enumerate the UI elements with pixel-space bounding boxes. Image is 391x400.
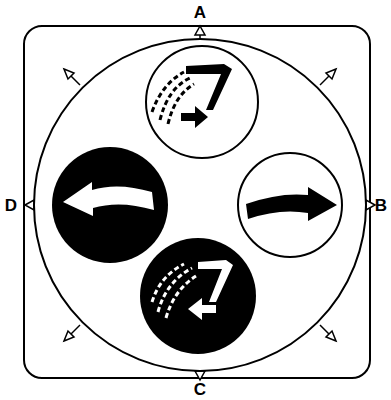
direction-letter: A [194, 4, 206, 21]
direction-letter: B [375, 197, 387, 214]
outer-frame [24, 26, 370, 378]
top-dial [146, 46, 258, 158]
right-dial [238, 153, 342, 257]
bottom-dial [140, 238, 256, 354]
main-circle [34, 39, 366, 371]
left-dial [52, 147, 168, 263]
direction-letter: C [194, 381, 206, 398]
direction-arrows [25, 26, 375, 380]
direction-letter: D [5, 197, 17, 214]
